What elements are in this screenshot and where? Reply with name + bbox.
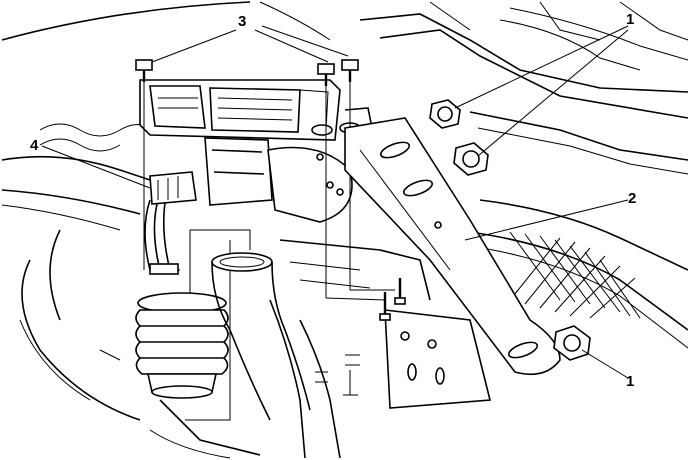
leader-3-left (151, 29, 237, 63)
module-bolts (135, 59, 359, 86)
leader-3-middle (254, 29, 329, 63)
callout-label-1-top: 1 (626, 11, 634, 28)
callout-label-2: 2 (628, 190, 636, 207)
control-module (139, 79, 341, 141)
leader-1-lower (477, 29, 629, 157)
bellows-boot (135, 292, 229, 399)
callout-label-4: 4 (30, 137, 39, 154)
hex-nut-top-upper (429, 99, 461, 129)
mesh-grille (509, 231, 641, 319)
module-lower-body (204, 137, 353, 223)
hex-nut-top-lower (453, 142, 489, 176)
callout-label-1-bottom: 1 (626, 373, 634, 390)
leader-2 (464, 199, 629, 241)
wiring-connector (144, 171, 197, 275)
leader-1-upper (454, 25, 629, 109)
callout-label-3: 3 (238, 13, 246, 30)
intake-tube (211, 252, 311, 421)
bolt-right (341, 59, 359, 82)
leader-4 (41, 145, 151, 189)
bolt-middle (317, 63, 335, 86)
bolt-left (135, 59, 153, 82)
support-bracket (344, 117, 561, 376)
lower-mounting-plate (384, 309, 492, 409)
leader-lines (41, 25, 629, 379)
leader-1-bottom (581, 349, 629, 379)
mounting-studs (379, 278, 406, 321)
leader-3-right (261, 25, 349, 57)
